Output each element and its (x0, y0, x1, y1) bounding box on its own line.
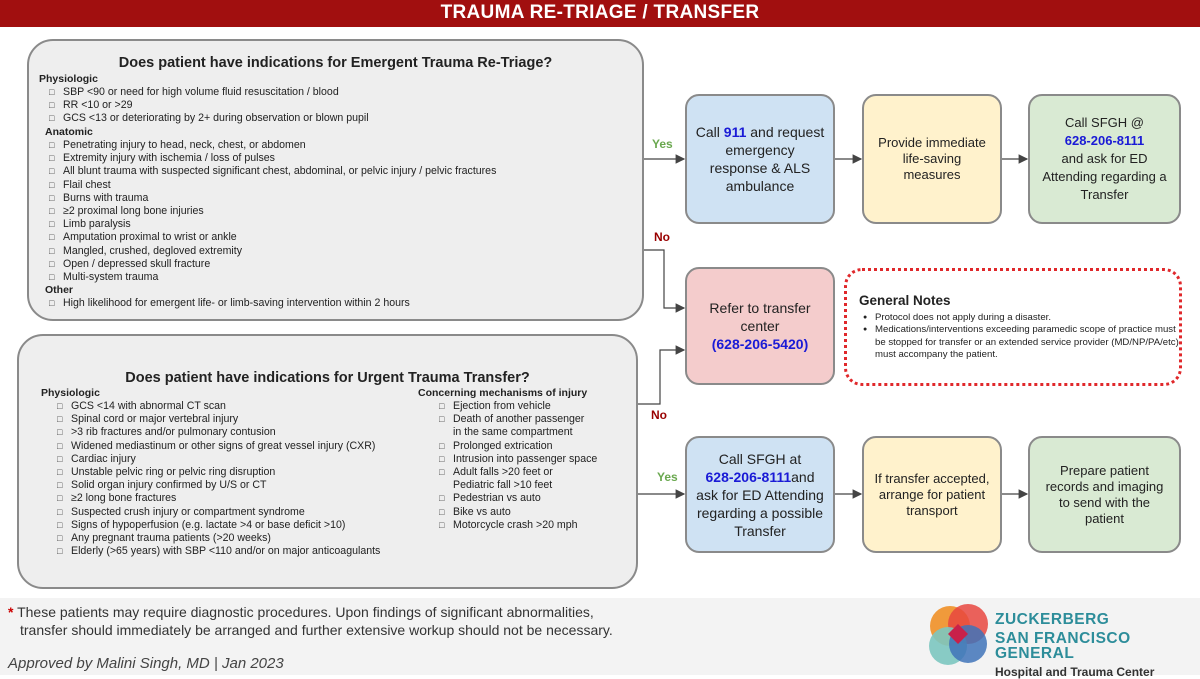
list-item: >3 rib fractures and/or pulmonary contus… (57, 426, 380, 439)
urgent-transfer-panel: Does patient have indications for Urgent… (17, 334, 638, 589)
urgent-no-label: No (651, 408, 667, 422)
general-notes-list: Protocol does not apply during a disaste… (861, 312, 1181, 362)
list-item: Burns with trauma (49, 192, 496, 205)
emergent-physiologic-list: SBP <90 or need for high volume fluid re… (49, 86, 369, 126)
brand-line-2: SAN FRANCISCO GENERAL (995, 629, 1131, 662)
list-item: Motorcycle crash >20 mph (439, 519, 597, 532)
emergent-physiologic-label: Physiologic (39, 73, 98, 85)
call-911-text-pre: Call (695, 124, 724, 140)
footnote-line-2: transfer should immediately be arranged … (20, 622, 613, 638)
emergent-question: Does patient have indications for Emerge… (118, 55, 553, 71)
emergent-yes-label: Yes (652, 137, 673, 151)
call-sfgh2-text-pre: Call SFGH at (718, 450, 802, 467)
prepare-records-box: Prepare patient records and imaging to s… (1028, 436, 1181, 553)
page-title: TRAUMA RE-TRIAGE / TRANSFER (0, 0, 1200, 27)
list-item: Adult falls >20 feet or (439, 466, 597, 479)
call-sfgh2-text-post: and ask for ED Attending regarding a pos… (696, 468, 824, 539)
brand-line-1: ZUCKERBERG (995, 611, 1110, 628)
emergent-no-label: No (654, 230, 670, 244)
list-item: Flail chest (49, 179, 496, 192)
list-item-continuation: in the same compartment (453, 426, 573, 439)
life-saving-text: Provide immediate life-saving measures (878, 135, 986, 182)
list-item: High likelihood for emergent life- or li… (49, 297, 410, 310)
list-item: Prolonged extrication (439, 440, 597, 453)
footer-note: * These patients may require diagnostic … (8, 603, 613, 639)
list-item-continuation: Pediatric fall >10 feet (453, 479, 553, 492)
list-item: Any pregnant trauma patients (>20 weeks) (57, 532, 380, 545)
list-item: Unstable pelvic ring or pelvic ring disr… (57, 466, 380, 479)
list-item: Death of another passenger (439, 413, 597, 426)
list-item: Medications/interventions exceeding para… (861, 324, 1181, 361)
list-item: Widened mediastinum or other signs of gr… (57, 440, 380, 453)
list-item: GCS <13 or deteriorating by 2+ during ob… (49, 112, 369, 125)
list-item: All blunt trauma with suspected signific… (49, 165, 496, 178)
list-item: Pedestrian vs auto (439, 492, 597, 505)
call-sfgh-text-pre: Call SFGH @ (1065, 115, 1144, 130)
list-item: GCS <14 with abnormal CT scan (57, 400, 380, 413)
emergent-other-list: High likelihood for emergent life- or li… (49, 297, 410, 310)
call-sfgh-text-post: and ask for ED Attending regarding a Tra… (1042, 151, 1167, 202)
phone-sfgh-2: 628-206-8111 (705, 468, 792, 485)
list-item: Amputation proximal to wrist or ankle (49, 231, 496, 244)
list-item: Spinal cord or major vertebral injury (57, 413, 380, 426)
list-item: ≥2 proximal long bone injuries (49, 205, 496, 218)
emergent-triage-panel: Does patient have indications for Emerge… (27, 39, 644, 321)
life-saving-box: Provide immediate life-saving measures (862, 94, 1002, 224)
call-911-text-post: and request emergency response & ALS amb… (709, 124, 825, 194)
list-item: Mangled, crushed, degloved extremity (49, 245, 496, 258)
list-item: Signs of hypoperfusion (e.g. lactate >4 … (57, 519, 380, 532)
hospital-brand: ZUCKERBERG SAN FRANCISCO GENERAL Hospita… (995, 612, 1200, 678)
emergent-other-label: Other (45, 284, 74, 296)
urgent-yes-label: Yes (657, 470, 678, 484)
list-item: Limb paralysis (49, 218, 496, 231)
urgent-mechanisms-label: Concerning mechanisms of injury (418, 387, 588, 399)
urgent-mechanisms-list: Ejection from vehicle Death of another p… (439, 400, 597, 532)
list-item: Bike vs auto (439, 506, 597, 519)
transfer-accepted-text: If transfer accepted, arrange for patien… (874, 470, 990, 518)
call-sfgh-transfer-box: Call SFGH @ 628-206-8111 and ask for ED … (1028, 94, 1181, 224)
refer-transfer-center-box: Refer to transfer center (628-206-5420) (685, 267, 835, 385)
urgent-physiologic-label: Physiologic (41, 387, 100, 399)
list-item: Elderly (>65 years) with SBP <110 and/or… (57, 545, 380, 558)
general-notes-title: General Notes (859, 293, 951, 308)
list-item: Multi-system trauma (49, 271, 496, 284)
transfer-accepted-box: If transfer accepted, arrange for patien… (862, 436, 1002, 553)
arrow-urgent-no (636, 345, 686, 405)
urgent-physiologic-list: GCS <14 with abnormal CT scan Spinal cor… (57, 400, 380, 559)
list-item: Open / depressed skull fracture (49, 258, 496, 271)
emergent-anatomic-list: Penetrating injury to head, neck, chest,… (49, 139, 496, 284)
brand-line-3: Hospital and Trauma Center (995, 664, 1155, 679)
phone-911: 911 (723, 124, 747, 140)
list-item: Extremity injury with ischemia / loss of… (49, 152, 496, 165)
call-sfgh-possible-transfer-box: Call SFGH at 628-206-8111and ask for ED … (685, 436, 835, 553)
footer-bar (0, 598, 1200, 675)
list-item: SBP <90 or need for high volume fluid re… (49, 86, 369, 99)
phone-transfer-center: (628-206-5420) (711, 336, 809, 352)
refer-text: Refer to transfer center (709, 300, 811, 334)
list-item: Suspected crush injury or compartment sy… (57, 506, 380, 519)
list-item: Protocol does not apply during a disaste… (861, 312, 1181, 325)
hospital-logo-icon (929, 604, 988, 665)
arrow-emergent-no (642, 249, 686, 313)
list-item: RR <10 or >29 (49, 99, 369, 112)
footnote-line-1: These patients may require diagnostic pr… (17, 604, 594, 620)
general-notes: General Notes Protocol does not apply du… (844, 268, 1182, 386)
prepare-records-text: Prepare patient records and imaging to s… (1045, 462, 1164, 526)
list-item: Intrusion into passenger space (439, 453, 597, 466)
footnote-star: * (8, 604, 14, 620)
urgent-question: Does patient have indications for Urgent… (125, 370, 530, 386)
list-item: Cardiac injury (57, 453, 380, 466)
list-item: Penetrating injury to head, neck, chest,… (49, 139, 496, 152)
list-item: ≥2 long bone fractures (57, 492, 380, 505)
list-item: Solid organ injury confirmed by U/S or C… (57, 479, 380, 492)
list-item: Ejection from vehicle (439, 400, 597, 413)
phone-sfgh: 628-206-8111 (1064, 133, 1145, 148)
approved-by: Approved by Malini Singh, MD | Jan 2023 (8, 655, 284, 672)
call-911-box: Call 911 and request emergency response … (685, 94, 835, 224)
emergent-anatomic-label: Anatomic (45, 126, 93, 138)
